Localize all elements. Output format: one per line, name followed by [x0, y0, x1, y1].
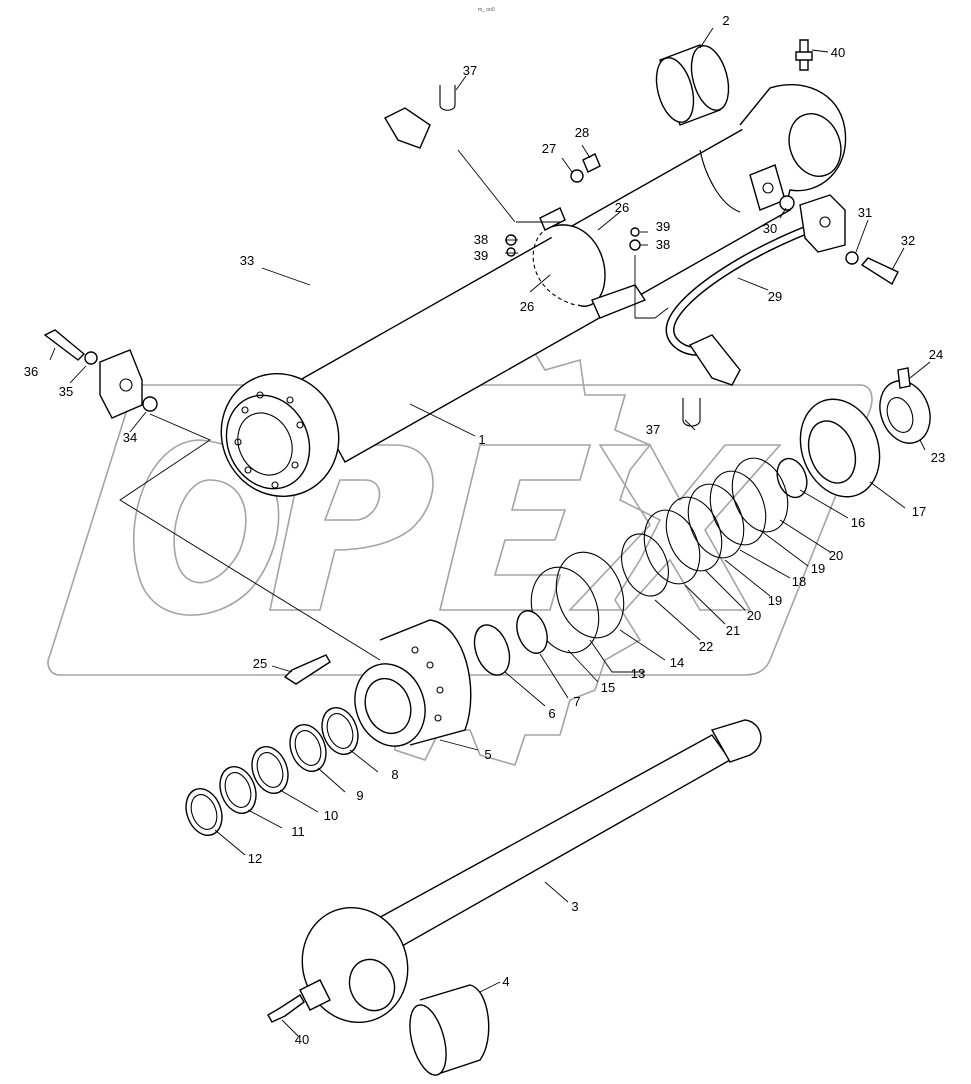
callout-18: 18 — [792, 574, 806, 589]
u-bolt-top — [439, 85, 456, 111]
piston-seal-stack — [473, 367, 931, 676]
pipe-clamp — [532, 207, 647, 319]
callout-7: 7 — [573, 694, 580, 709]
callout-22: 22 — [699, 639, 713, 654]
callout-37a: 37 — [463, 63, 477, 78]
bushing-4 — [409, 984, 490, 1076]
bolt-32 — [860, 257, 899, 286]
callout-19b: 19 — [768, 593, 782, 608]
hydraulic-pipe-29 — [665, 194, 846, 386]
callout-6: 6 — [548, 706, 555, 721]
cylinder-gland — [354, 619, 472, 747]
callout-11: 11 — [291, 824, 305, 839]
callout-16: 16 — [851, 515, 865, 530]
callout-14: 14 — [670, 655, 684, 670]
callout-38b: 38 — [656, 237, 670, 252]
header-tiny-text: m_ oo0 — [478, 7, 495, 13]
grease-nipple-top — [795, 39, 813, 71]
callout-4: 4 — [502, 974, 509, 989]
callout-26a: 26 — [615, 200, 629, 215]
callout-40a: 40 — [831, 45, 845, 60]
cylinder-barrel — [220, 84, 847, 498]
washer-39-left — [506, 247, 516, 257]
o-ring-30 — [779, 195, 795, 211]
callout-34: 34 — [123, 430, 137, 445]
callout-32: 32 — [901, 233, 915, 248]
callout-39b: 39 — [656, 219, 670, 234]
callout-39a: 39 — [474, 248, 488, 263]
callout-20b: 20 — [747, 608, 761, 623]
callout-1: 1 — [478, 432, 485, 447]
washer-35 — [84, 351, 98, 365]
nut-39-right — [630, 227, 640, 237]
callout-2: 2 — [722, 13, 729, 28]
leader-lines — [49, 27, 931, 1037]
o-ring-34 — [142, 396, 158, 412]
callout-24: 24 — [929, 347, 943, 362]
grease-nipple-bottom — [267, 994, 305, 1023]
bolt-25 — [283, 654, 331, 685]
callout-26b: 26 — [520, 299, 534, 314]
rod-seal-rings — [185, 707, 359, 836]
callout-40b: 40 — [295, 1032, 309, 1047]
callout-31: 31 — [858, 205, 872, 220]
washer-27 — [570, 169, 584, 183]
callout-33: 33 — [240, 253, 254, 268]
callout-27: 27 — [542, 141, 556, 156]
piston-rod — [299, 719, 762, 1024]
bushing-2 — [655, 44, 730, 126]
callout-15: 15 — [601, 680, 615, 695]
callout-21: 21 — [726, 623, 740, 638]
callout-20a: 20 — [829, 548, 843, 563]
callout-36: 36 — [24, 364, 38, 379]
bolt-36 — [43, 329, 86, 361]
callout-37b: 37 — [646, 422, 660, 437]
callout-23: 23 — [931, 450, 945, 465]
callout-13: 13 — [631, 666, 645, 681]
callout-labels: 1 2 3 4 5 6 7 8 9 10 11 12 13 14 15 16 1… — [24, 13, 945, 1047]
hydraulic-pipe-33 — [99, 107, 475, 419]
callout-25: 25 — [253, 656, 267, 671]
callout-30: 30 — [763, 221, 777, 236]
callout-12: 12 — [248, 851, 262, 866]
callout-35: 35 — [59, 384, 73, 399]
washer-38-right — [629, 239, 641, 251]
bolt-28 — [582, 153, 601, 173]
callout-19a: 19 — [811, 561, 825, 576]
callout-3: 3 — [571, 899, 578, 914]
washer-31 — [845, 251, 859, 265]
callout-38a: 38 — [474, 232, 488, 247]
callout-10: 10 — [324, 808, 338, 823]
callout-5: 5 — [484, 747, 491, 762]
callout-29: 29 — [768, 289, 782, 304]
callout-8: 8 — [391, 767, 398, 782]
callout-28: 28 — [575, 125, 589, 140]
callout-17: 17 — [912, 504, 926, 519]
callout-9: 9 — [356, 788, 363, 803]
u-bolt-bottom — [682, 398, 701, 427]
